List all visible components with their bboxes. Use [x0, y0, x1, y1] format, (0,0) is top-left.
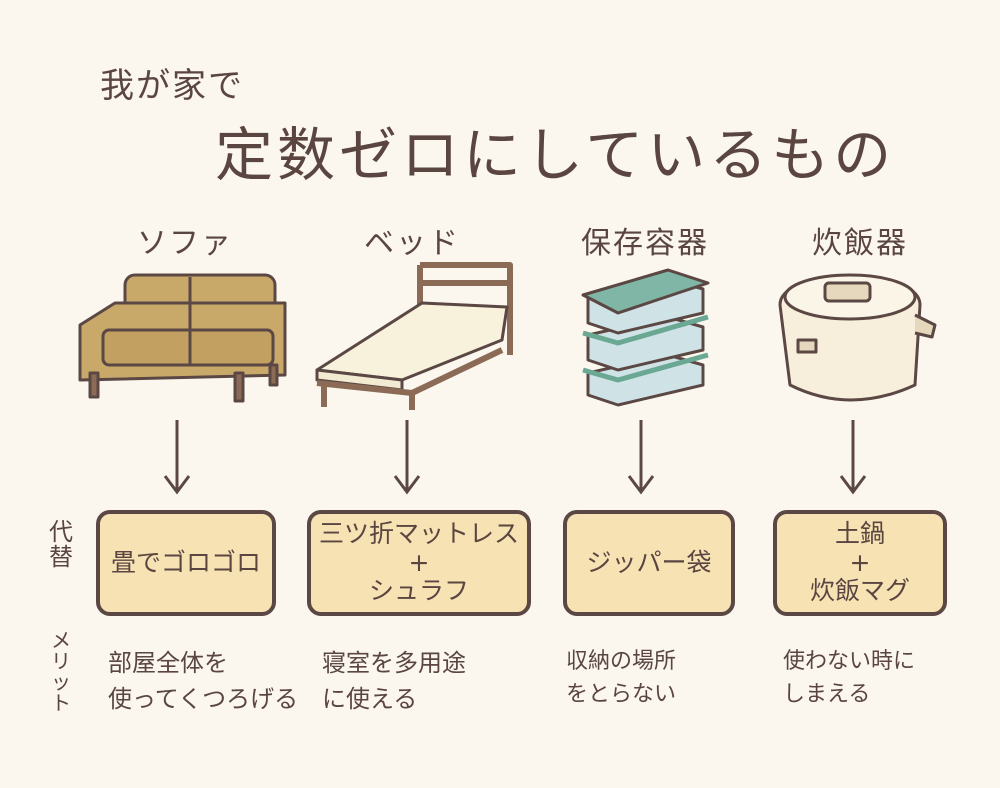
merit-line: しまえる	[783, 682, 871, 707]
merit-line: に使える	[322, 685, 418, 713]
arrow-down-icon	[163, 420, 191, 495]
alternative-text: 土鍋	[834, 518, 885, 548]
alternative-plus: +	[849, 547, 871, 577]
alternative-text: シュラフ	[368, 576, 469, 606]
merit-line: をとらない	[566, 682, 677, 707]
alternative-box-storage: ジッパー袋	[563, 510, 735, 616]
storage-container-illustration	[581, 268, 710, 407]
rice-cooker-illustration	[778, 273, 937, 402]
category-sofa: ソファ	[137, 226, 233, 261]
subtitle: 我が家で	[100, 66, 244, 106]
merit-rice-cooker: 使わない時に しまえる	[783, 645, 915, 711]
bed-illustration	[315, 262, 513, 410]
merit-line: 使わない時に	[783, 649, 916, 674]
merit-line: 部屋全体を	[108, 649, 228, 677]
merit-line: 使ってくつろげる	[108, 685, 299, 713]
merit-sofa: 部屋全体を 使ってくつろげる	[108, 645, 298, 717]
category-storage-container: 保存容器	[581, 226, 709, 261]
merit-bed: 寝室を多用途 に使える	[322, 645, 466, 717]
page-title: 定数ゼロにしているもの	[215, 121, 896, 189]
alternative-label: 代替	[49, 518, 73, 572]
alternative-text: 畳でゴロゴロ	[110, 547, 261, 577]
arrow-down-icon	[839, 420, 867, 495]
alternative-text: 三ツ折マットレス	[318, 518, 519, 548]
sofa-illustration	[78, 273, 287, 403]
category-bed: ベッド	[364, 226, 460, 261]
alternative-box-sofa: 畳でゴロゴロ	[96, 510, 276, 616]
alternative-box-bed: 三ツ折マットレス + シュラフ	[307, 510, 531, 616]
arrow-down-icon	[393, 420, 421, 495]
alternative-text: ジッパー袋	[586, 547, 712, 577]
merit-line: 寝室を多用途	[322, 649, 466, 677]
alternative-box-rice-cooker: 土鍋 + 炊飯マグ	[773, 510, 947, 616]
alternative-plus: +	[408, 547, 430, 577]
merit-line: 収納の場所	[566, 649, 677, 674]
category-rice-cooker: 炊飯器	[812, 226, 908, 261]
arrow-down-icon	[627, 420, 655, 495]
alternative-text: 炊飯マグ	[809, 576, 910, 606]
merit-label: メリット	[51, 628, 71, 715]
merit-storage: 収納の場所 をとらない	[566, 645, 676, 711]
